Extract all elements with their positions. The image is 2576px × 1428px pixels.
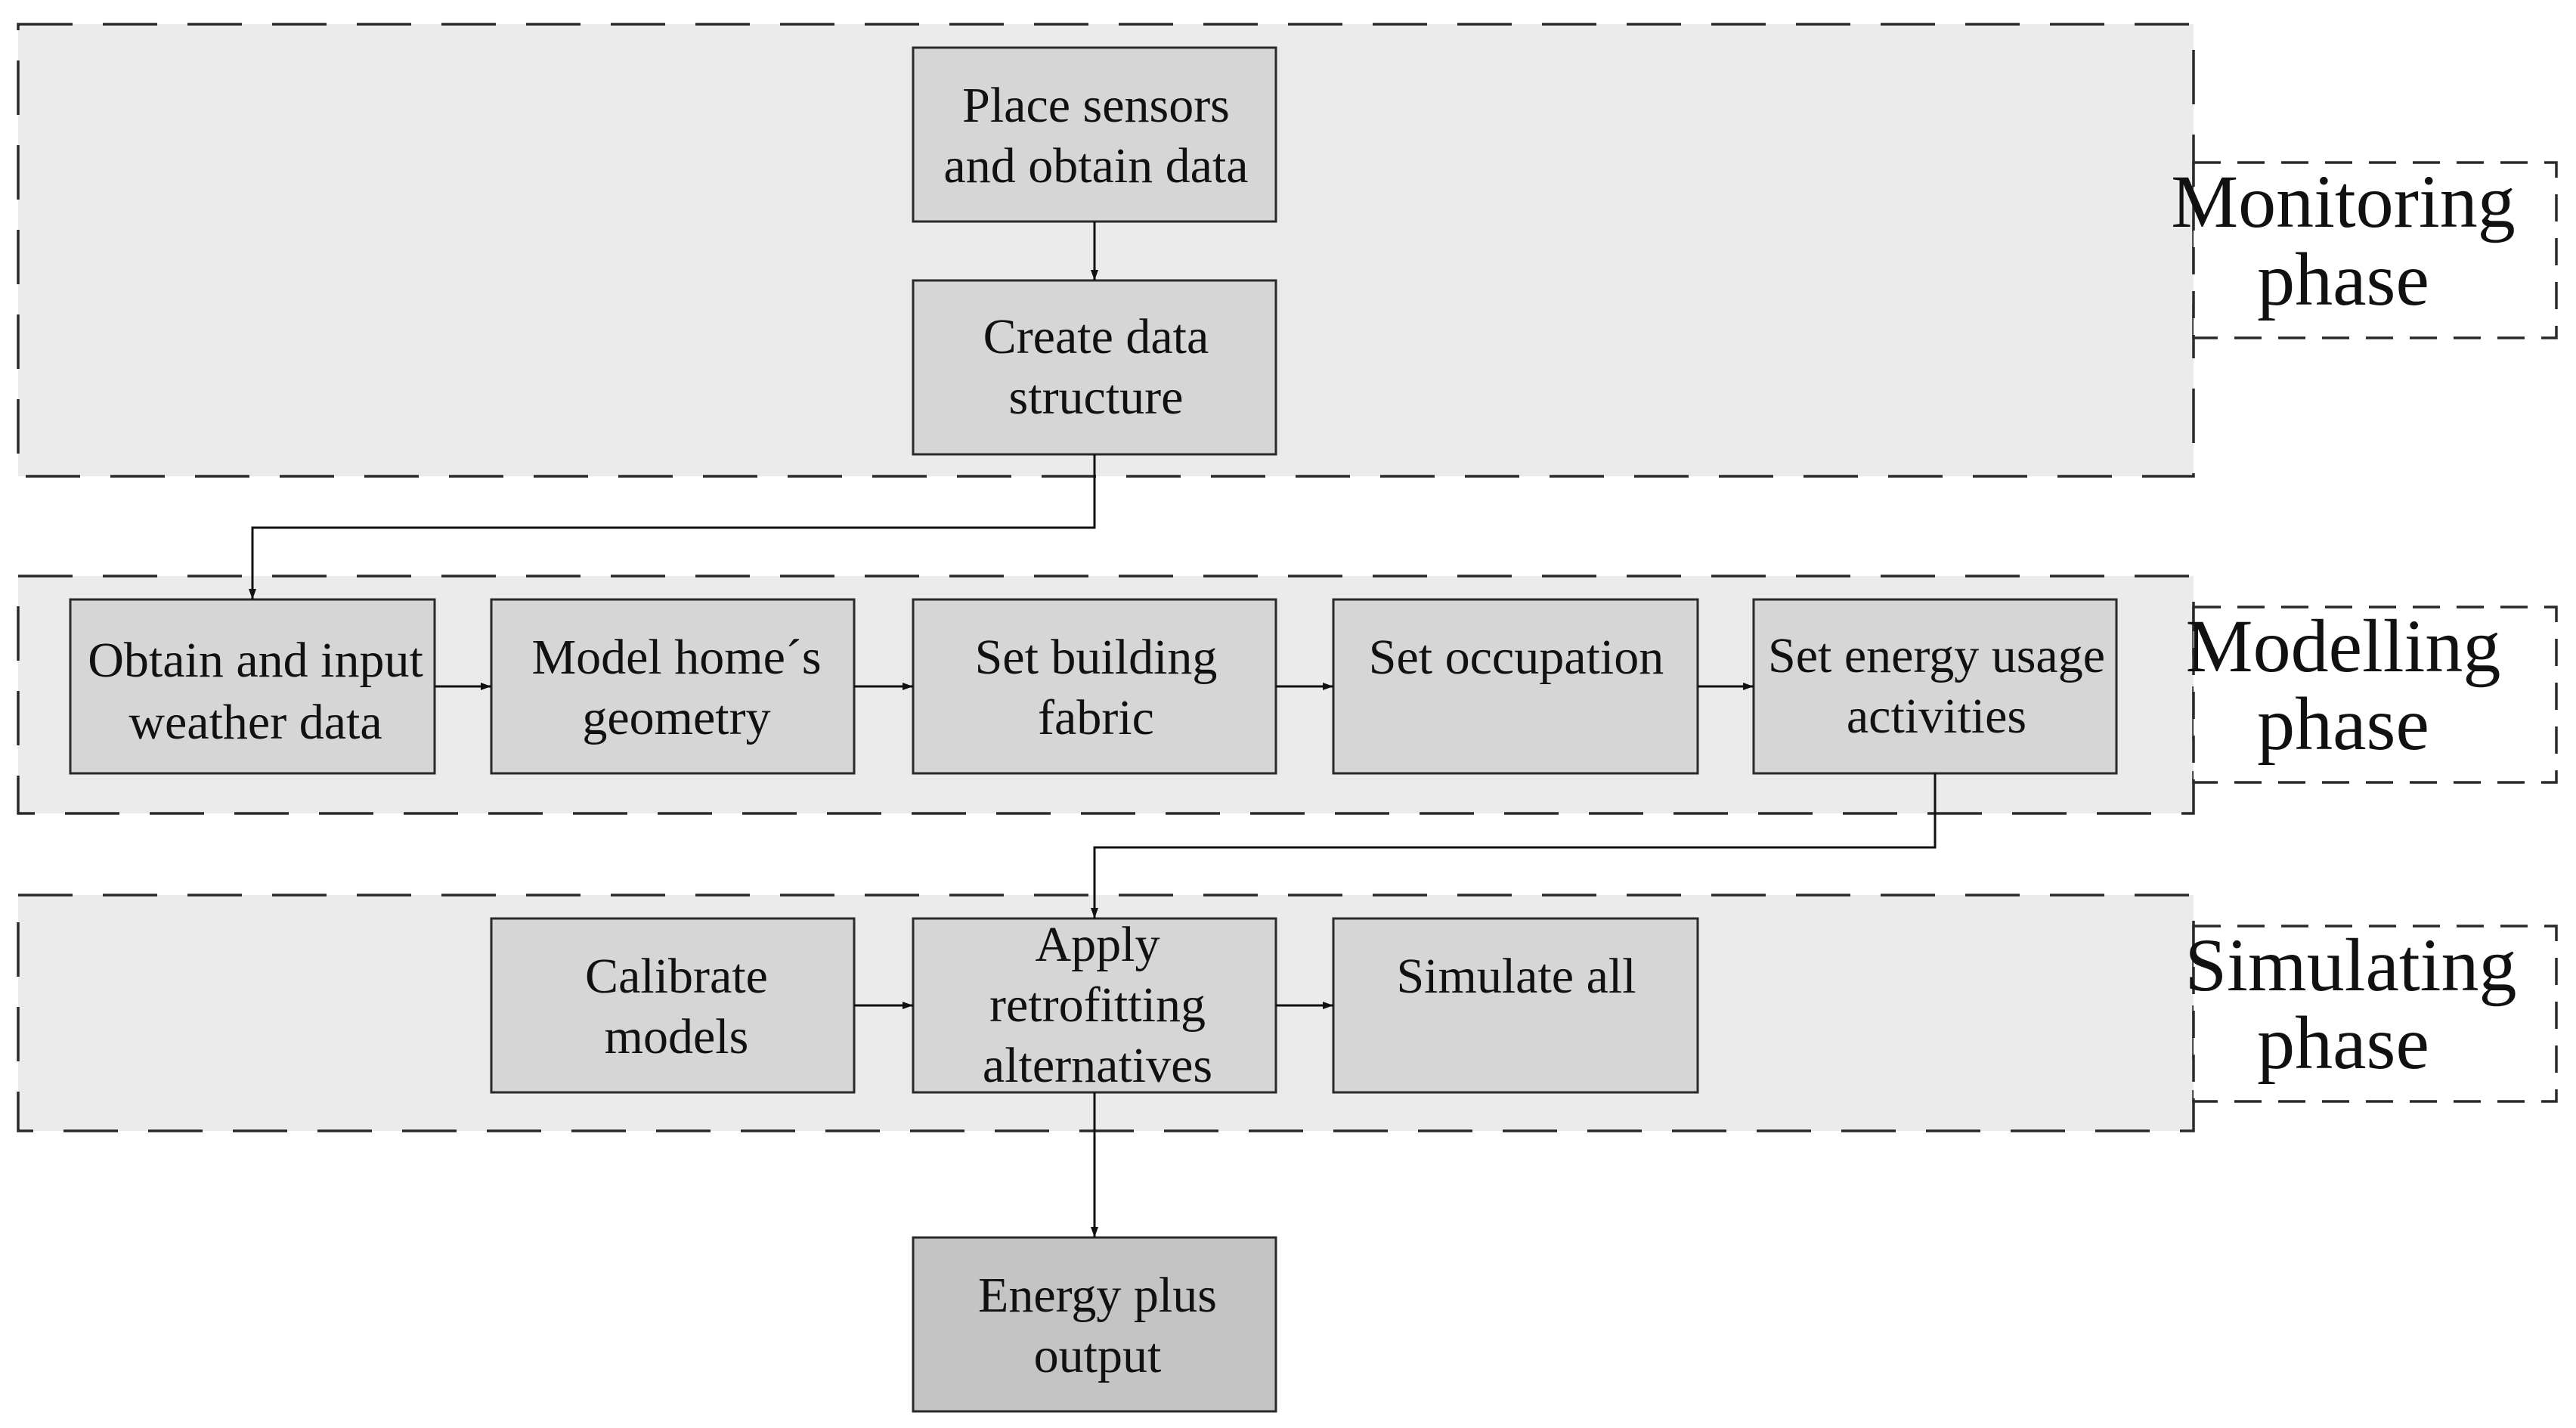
- step-weather-box: [69, 598, 436, 775]
- modelling-phase-tag: Modelling phase: [2186, 604, 2558, 784]
- step-weather-line1: Obtain and input: [88, 633, 423, 688]
- step-create-data-box: [912, 279, 1277, 456]
- step-place-sensors-line1: Place sensors: [962, 78, 1230, 133]
- simulating-phase-tag-frame: [2192, 925, 2558, 1103]
- step-retrofitting-line1: Apply: [1036, 917, 1160, 972]
- step-retrofitting-line3: alternatives: [983, 1038, 1212, 1093]
- modelling-phase-label-line2: phase: [2257, 682, 2429, 766]
- simulating-phase-label-line1: Simulating: [2185, 923, 2517, 1007]
- monitoring-phase-tag-frame: [2192, 161, 2558, 339]
- step-simulate-line1: Simulate all: [1396, 949, 1636, 1004]
- monitoring-phase-label-line2: phase: [2257, 237, 2429, 321]
- step-calibrate-line1: Calibrate: [585, 949, 768, 1004]
- step-output-box: [912, 1236, 1277, 1413]
- step-energy-usage-box: [1752, 598, 2118, 775]
- step-create-data-line2: structure: [1009, 370, 1184, 425]
- step-calibrate-line2: models: [605, 1009, 749, 1064]
- step-retrofitting-box: [912, 917, 1277, 1094]
- step-create-data: Create data structure: [912, 279, 1277, 456]
- step-output: Energy plus output: [912, 1236, 1277, 1413]
- step-output-line2: output: [1034, 1328, 1162, 1383]
- step-retrofitting-line2: retrofitting: [989, 977, 1206, 1033]
- step-geometry: Model home´s geometry: [490, 598, 856, 775]
- step-energy-usage-line1: Set energy usage: [1768, 628, 2105, 683]
- step-weather: Obtain and input weather data: [69, 598, 436, 775]
- modelling-phase-label-line1: Modelling: [2186, 604, 2501, 688]
- step-occupation: Set occupation: [1332, 598, 1699, 775]
- step-simulate: Simulate all: [1332, 917, 1699, 1094]
- step-fabric-line1: Set building: [975, 630, 1218, 685]
- step-energy-usage: Set energy usage activities: [1752, 598, 2118, 775]
- modelling-phase-tag-frame: [2192, 606, 2558, 784]
- step-place-sensors-box: [912, 46, 1277, 223]
- step-weather-line2: weather data: [128, 695, 382, 750]
- step-occupation-line1: Set occupation: [1369, 630, 1664, 685]
- simulating-phase-tag: Simulating phase: [2185, 923, 2558, 1103]
- arrow-create-to-weather: [249, 454, 1096, 599]
- monitoring-phase-tag: Monitoring phase: [2171, 160, 2558, 339]
- step-fabric-box: [912, 598, 1277, 775]
- arrow-energy-to-retrofitting: [1091, 773, 1937, 918]
- step-place-sensors-line2: and obtain data: [943, 138, 1248, 194]
- step-retrofitting: Apply retrofitting alternatives: [912, 917, 1277, 1094]
- step-fabric: Set building fabric: [912, 598, 1277, 775]
- simulating-phase-label-line2: phase: [2257, 1001, 2429, 1085]
- step-calibrate: Calibrate models: [490, 917, 856, 1094]
- step-create-data-line1: Create data: [983, 309, 1209, 364]
- step-place-sensors: Place sensors and obtain data: [912, 46, 1277, 223]
- step-calibrate-box: [490, 917, 856, 1094]
- step-simulate-box: [1332, 917, 1699, 1094]
- step-output-line1: Energy plus: [978, 1268, 1217, 1323]
- step-geometry-line1: Model home´s: [531, 630, 821, 685]
- monitoring-phase-label-line1: Monitoring: [2171, 160, 2516, 243]
- step-occupation-box: [1332, 598, 1699, 775]
- step-geometry-box: [490, 598, 856, 775]
- step-geometry-line2: geometry: [582, 690, 770, 745]
- step-fabric-line2: fabric: [1038, 690, 1154, 745]
- step-energy-usage-line2: activities: [1847, 689, 2026, 744]
